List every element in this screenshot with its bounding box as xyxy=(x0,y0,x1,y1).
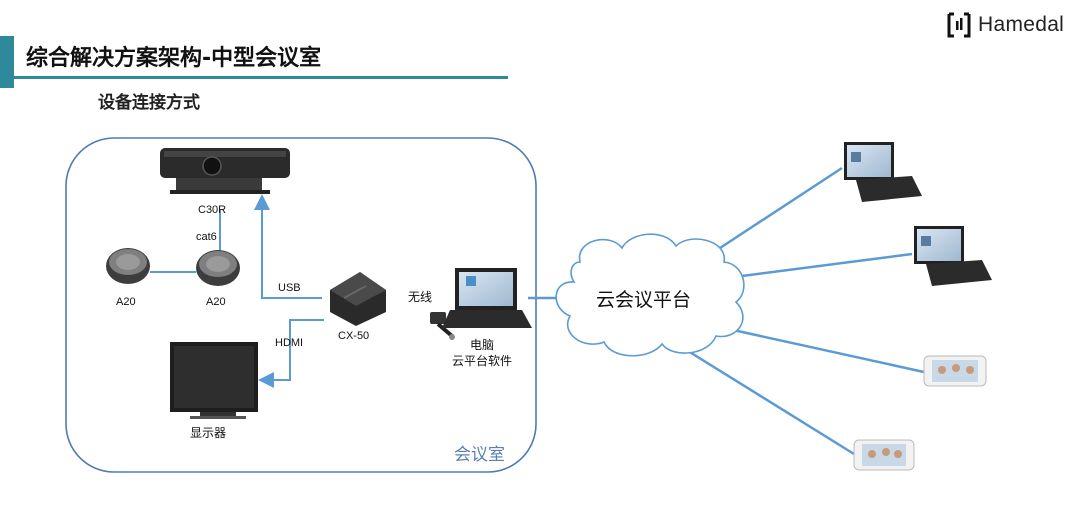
title-accent-bar xyxy=(0,36,14,88)
page-title: 综合解决方案架构-中型会议室 xyxy=(26,46,322,71)
title-underline xyxy=(14,76,508,79)
pc-laptop-icon xyxy=(442,268,532,328)
remote-laptop2-icon xyxy=(914,226,992,286)
wireless-dongle-icon xyxy=(430,312,455,340)
meeting-room-boundary xyxy=(65,137,537,473)
hub-label: CX-50 xyxy=(338,330,370,342)
usb-label: USB xyxy=(278,282,301,294)
speaker-left-icon xyxy=(106,248,150,284)
remote-phone1-icon xyxy=(923,355,987,387)
cloud-phone2-link xyxy=(679,344,855,456)
display-tv-icon xyxy=(170,342,258,419)
hamedal-logo-icon xyxy=(947,12,971,38)
hdmi-arrow xyxy=(258,319,324,388)
camera-label: C30R xyxy=(198,204,227,216)
speaker-left-label: A20 xyxy=(116,296,136,308)
speaker-right-label: A20 xyxy=(206,296,226,308)
cloud-phone1-link xyxy=(723,326,925,374)
cable-label: cat6 xyxy=(196,231,217,243)
speaker-right-icon xyxy=(196,250,240,286)
wireless-label: 无线 xyxy=(408,290,433,304)
section-subtitle: 设备连接方式 xyxy=(98,93,200,113)
room-label: 会议室 xyxy=(454,445,505,465)
usb-arrow xyxy=(254,194,322,299)
camera-bar-icon xyxy=(160,148,290,194)
cloud-laptop1-link xyxy=(719,166,843,250)
cloud-laptop2-link xyxy=(741,252,913,278)
cloud-label: 云会议平台 xyxy=(596,289,692,311)
remote-phone2-icon xyxy=(853,439,915,471)
cx50-hub-icon xyxy=(330,272,386,326)
display-label: 显示器 xyxy=(190,426,227,440)
logo-text: Hamedal xyxy=(978,13,1065,36)
pc-software-label: 云平台软件 xyxy=(452,354,513,368)
pc-label: 电脑 xyxy=(470,338,495,352)
cloud-shape xyxy=(555,233,745,357)
hdmi-label: HDMI xyxy=(275,337,304,349)
remote-laptop1-icon xyxy=(844,142,922,202)
brand-logo: Hamedal xyxy=(946,12,1064,38)
